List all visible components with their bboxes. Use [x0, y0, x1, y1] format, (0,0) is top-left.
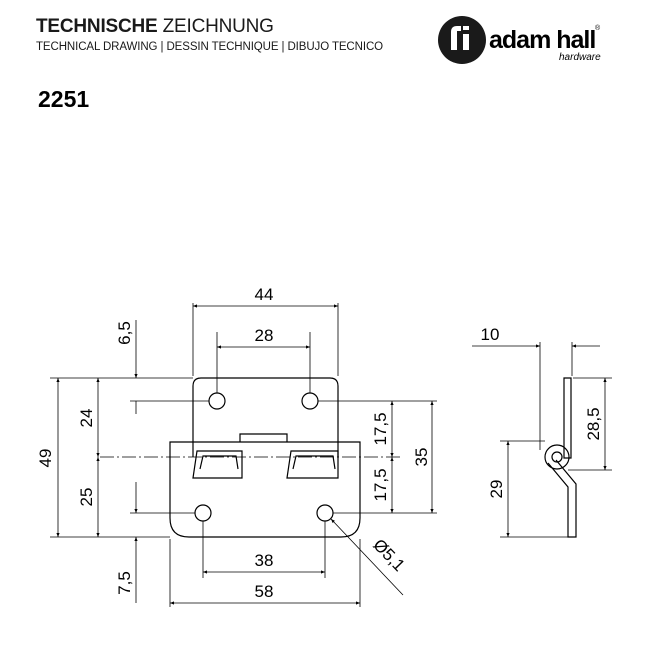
side-upper-leaf: [563, 377, 572, 459]
upper-plate-outline: [192, 377, 339, 457]
dim-hole-diameter: Ø5,1: [369, 535, 408, 575]
dim-side-lower: 29: [487, 480, 506, 499]
dim-bottom-hole-spacing: 38: [255, 551, 274, 570]
drawing-title-bold: TECHNISCHE: [36, 16, 158, 37]
dim-bottom-offset: 7,5: [115, 571, 134, 595]
dimension-lines: [56, 304, 434, 605]
dim-side-upper: 28,5: [584, 407, 603, 440]
dim-top-offset: 6,5: [115, 321, 134, 345]
side-pin-outer: [544, 444, 570, 470]
dim-bottom-width: 58: [255, 582, 274, 601]
upper-left-hole: [208, 392, 226, 410]
logo-registered-mark: ®: [595, 24, 601, 32]
dim-right-lower: 17,5: [371, 468, 390, 501]
dimension-labels: 44 28 38 58 49 24 25 6,5 7,5 17,5 17,5 3…: [36, 285, 603, 601]
drawing-title-rest: ZEICHNUNG: [162, 16, 274, 37]
drawing-title: TECHNISCHE ZEICHNUNG: [36, 16, 274, 38]
dim-total-height: 49: [36, 449, 55, 468]
side-view: [544, 377, 577, 538]
side-dimension-lines: [472, 344, 607, 537]
upper-right-hole: [301, 392, 319, 410]
adam-hall-logo: adam hall ® hardware: [438, 16, 601, 64]
side-pin-inner: [551, 451, 563, 463]
lower-left-hole: [194, 504, 212, 522]
part-number: 2251: [38, 86, 90, 112]
dim-lower-height: 25: [77, 488, 96, 507]
drawing-subtitle: TECHNICAL DRAWING | DESSIN TECHNIQUE | D…: [36, 41, 383, 53]
dim-side-thickness: 10: [481, 325, 500, 344]
dim-top-width: 44: [255, 285, 274, 304]
lower-plate-outline: [169, 441, 361, 538]
right-knuckle: [286, 450, 339, 479]
side-lower-leaf: [547, 459, 577, 538]
dim-upper-height: 24: [77, 409, 96, 428]
dim-right-total: 35: [412, 448, 431, 467]
logo-brand-text: adam hall: [489, 26, 595, 54]
center-knuckle: [239, 433, 288, 442]
dim-right-upper: 17,5: [371, 412, 390, 445]
front-view: [169, 377, 361, 538]
lower-right-hole: [316, 504, 334, 522]
dim-top-hole-spacing: 28: [255, 326, 274, 345]
extension-lines: [50, 303, 437, 607]
logo-tagline-text: hardware: [559, 52, 601, 63]
logo-emblem-icon: [438, 16, 486, 64]
left-knuckle: [192, 450, 243, 479]
